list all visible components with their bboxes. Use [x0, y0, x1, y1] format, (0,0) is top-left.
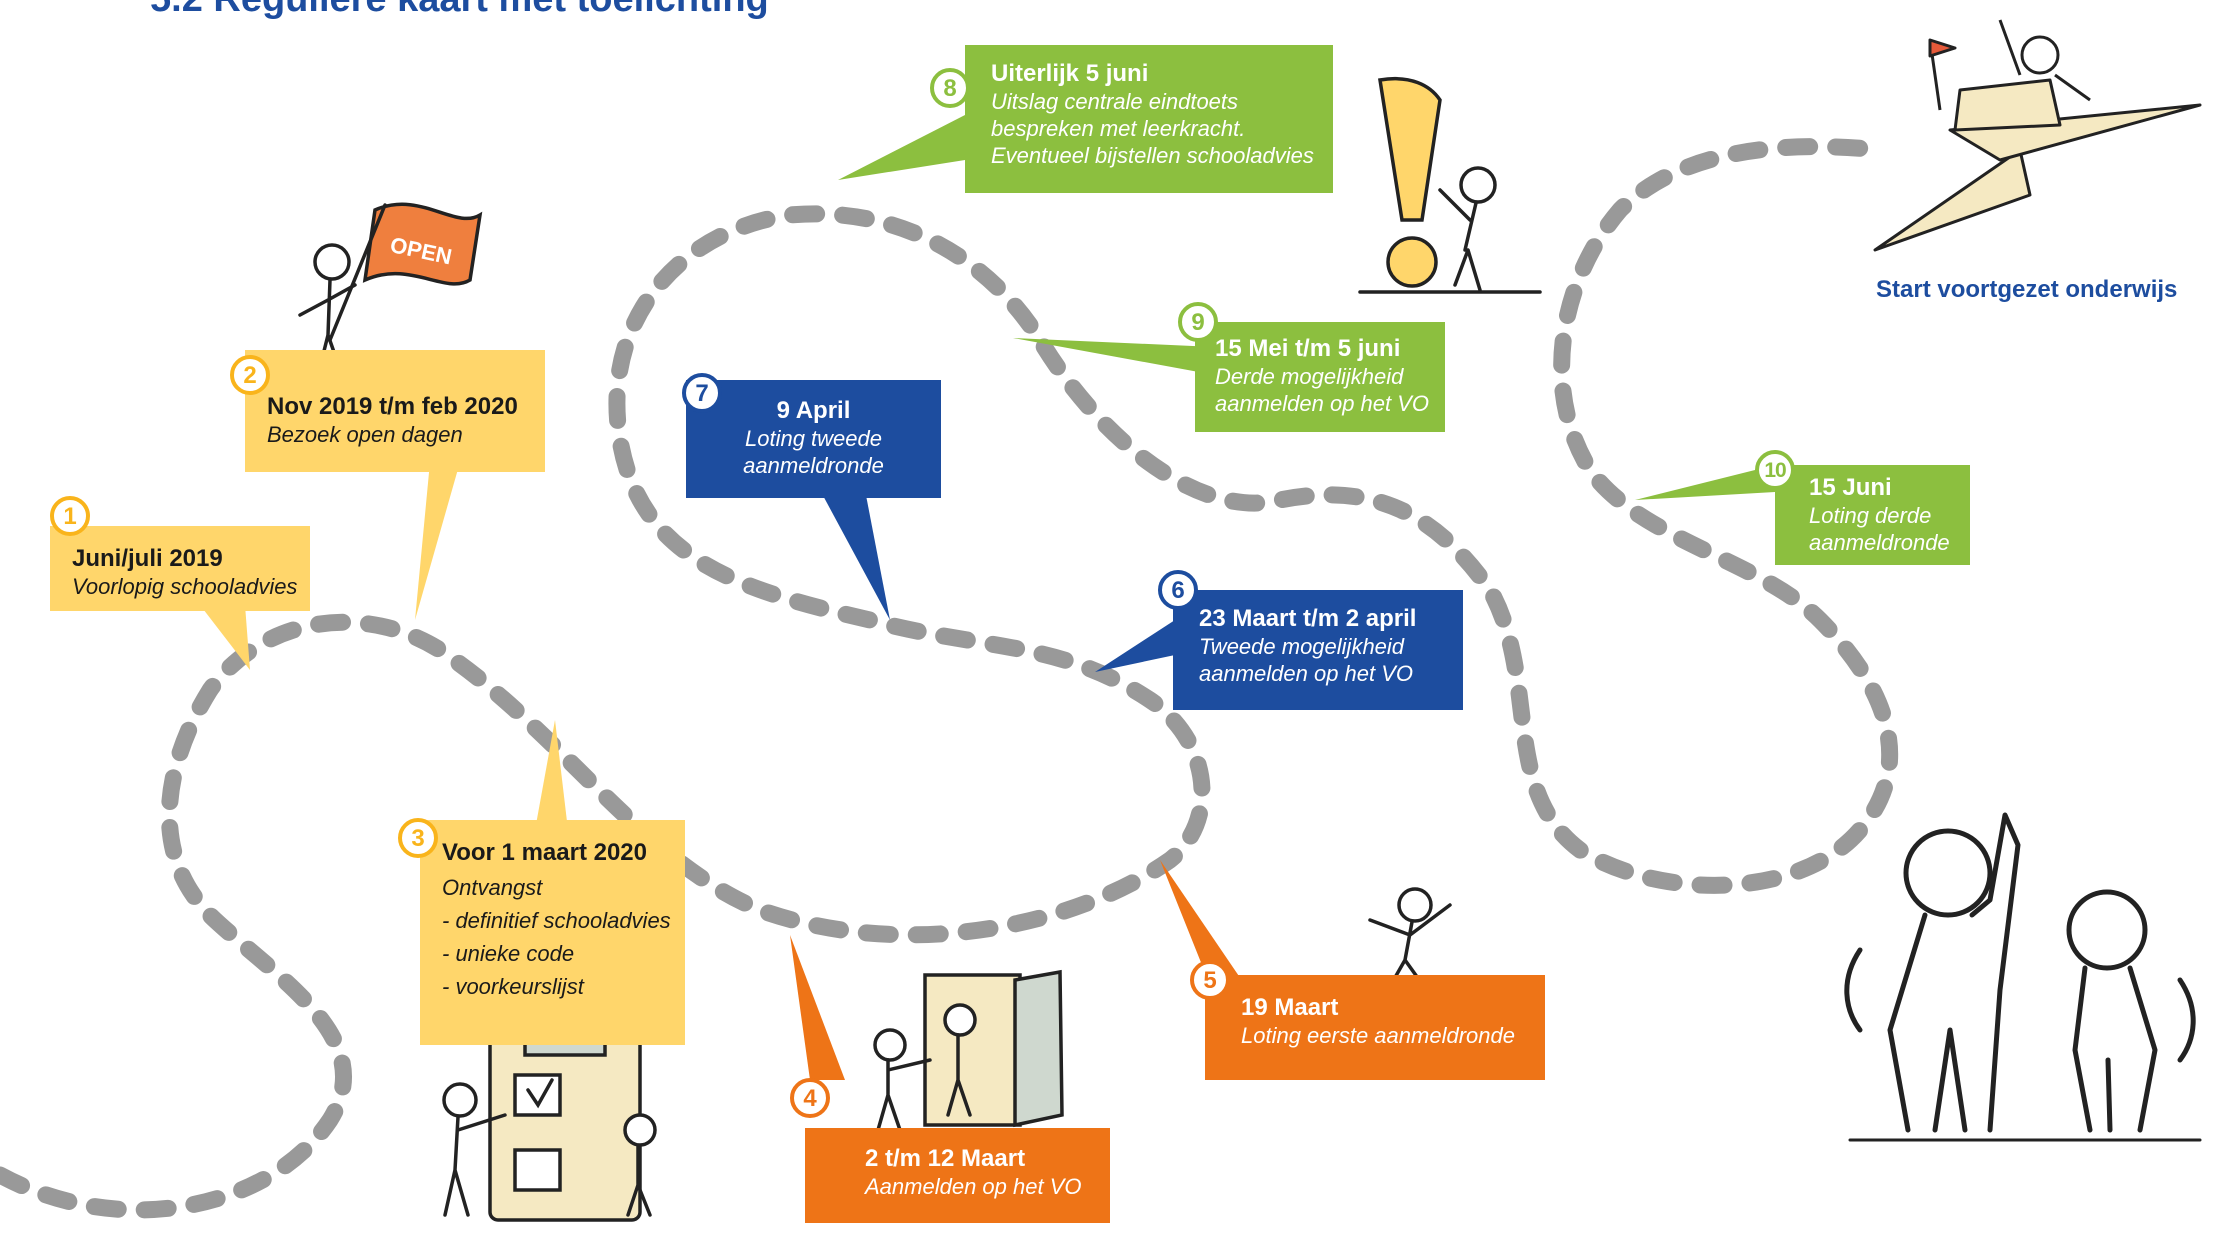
step-8-box: Uiterlijk 5 juni Uitslag centrale eindto… [965, 45, 1333, 193]
step-5-badge: 5 [1190, 960, 1230, 1000]
step-3-line-2: - definitief schooladvies [442, 908, 671, 933]
step-6-badge: 6 [1158, 570, 1198, 610]
pointer-5 [1160, 860, 1245, 985]
step-7-box: 9 April Loting tweede aanmeldronde [686, 380, 941, 498]
step-10-line-1: Loting derde [1809, 503, 1932, 528]
step-9-line-1: Derde mogelijkheid [1215, 364, 1404, 389]
clipboard-figure [442, 1028, 657, 1222]
paper-plane-figure [1873, 19, 2202, 252]
step-3-line-1: Ontvangst [442, 875, 543, 900]
step-8-line-2: bespreken met leerkracht. [991, 116, 1246, 141]
step-10-box: 15 Juni Loting derde aanmeldronde [1775, 465, 1970, 565]
finish-label: Start voortgezet onderwijs [1876, 276, 2178, 303]
step-9-line-2: aanmelden op het VO [1215, 391, 1430, 416]
step-5-title: 19 Maart [1241, 994, 1339, 1021]
dashed-route [0, 138, 1899, 1219]
step-1-box: Juni/juli 2019 Voorlopig schooladvies [50, 526, 310, 611]
step-9-box: 15 Mei t/m 5 juni Derde mogelijkheid aan… [1195, 322, 1445, 432]
step-2-line-1: Bezoek open dagen [267, 422, 463, 447]
exclamation-figure [1358, 77, 1542, 294]
step-8-badge: 8 [930, 68, 970, 108]
step-1-line-1: Voorlopig schooladvies [72, 574, 298, 599]
step-9-title: 15 Mei t/m 5 juni [1215, 335, 1401, 362]
step-7-title: 9 April [776, 397, 851, 424]
step-1-badge: 1 [50, 496, 90, 536]
door-figure [873, 969, 1064, 1132]
step-8-title: Uiterlijk 5 juni [991, 60, 1149, 87]
step-3-badge: 3 [398, 818, 438, 858]
step-8-line-3: Eventueel bijstellen schooladvies [991, 143, 1314, 168]
high-five-figures [1844, 812, 2202, 1142]
step-4-line-1: Aanmelden op het VO [865, 1174, 1082, 1199]
pointer-8 [838, 115, 965, 180]
pointer-4 [790, 935, 845, 1080]
step-7-line-1: Loting tweede [745, 426, 882, 451]
step-8-line-1: Uitslag centrale eindtoets [991, 89, 1239, 114]
pointer-7 [820, 490, 890, 620]
jumping-figure [1368, 887, 1452, 997]
pointer-2 [415, 462, 460, 620]
pointer-3 [535, 720, 568, 830]
step-10-line-2: aanmeldronde [1809, 530, 1950, 555]
step-5-box: 19 Maart Loting eerste aanmeldronde [1205, 975, 1545, 1080]
step-4-badge: 4 [790, 1078, 830, 1118]
step-2-box: Nov 2019 t/m feb 2020 Bezoek open dagen [245, 350, 545, 472]
step-3-title: Voor 1 maart 2020 [442, 839, 647, 866]
step-10-title: 15 Juni [1809, 474, 1892, 501]
step-1-title: Juni/juli 2019 [72, 545, 223, 572]
step-9-badge: 9 [1178, 302, 1218, 342]
page-heading: 5.2 Reguliere kaart met toelichting [150, 0, 769, 21]
pointer-6 [1095, 620, 1175, 672]
step-4-title: 2 t/m 12 Maart [865, 1145, 1026, 1172]
step-4-box: 2 t/m 12 Maart Aanmelden op het VO [805, 1128, 1110, 1223]
pointer-9 [1013, 338, 1215, 375]
step-2-badge: 2 [230, 355, 270, 395]
step-7-badge: 7 [682, 373, 722, 413]
step-6-box: 23 Maart t/m 2 april Tweede mogelijkheid… [1173, 590, 1463, 710]
step-2-title: Nov 2019 t/m feb 2020 [267, 393, 518, 420]
step-6-line-1: Tweede mogelijkheid [1199, 634, 1405, 659]
step-3-line-4: - voorkeurslijst [442, 974, 584, 999]
step-10-badge: 10 [1755, 450, 1795, 490]
pointer-10 [1635, 465, 1775, 500]
step-5-line-1: Loting eerste aanmeldronde [1241, 1023, 1515, 1048]
step-6-title: 23 Maart t/m 2 april [1199, 605, 1417, 632]
step-7-line-2: aanmeldronde [743, 453, 884, 478]
pointer-1 [200, 605, 250, 670]
step-6-line-2: aanmelden op het VO [1199, 661, 1414, 686]
step-3-line-3: - unieke code [442, 941, 575, 966]
step-3-box: Voor 1 maart 2020 Ontvangst - definitief… [420, 820, 685, 1045]
